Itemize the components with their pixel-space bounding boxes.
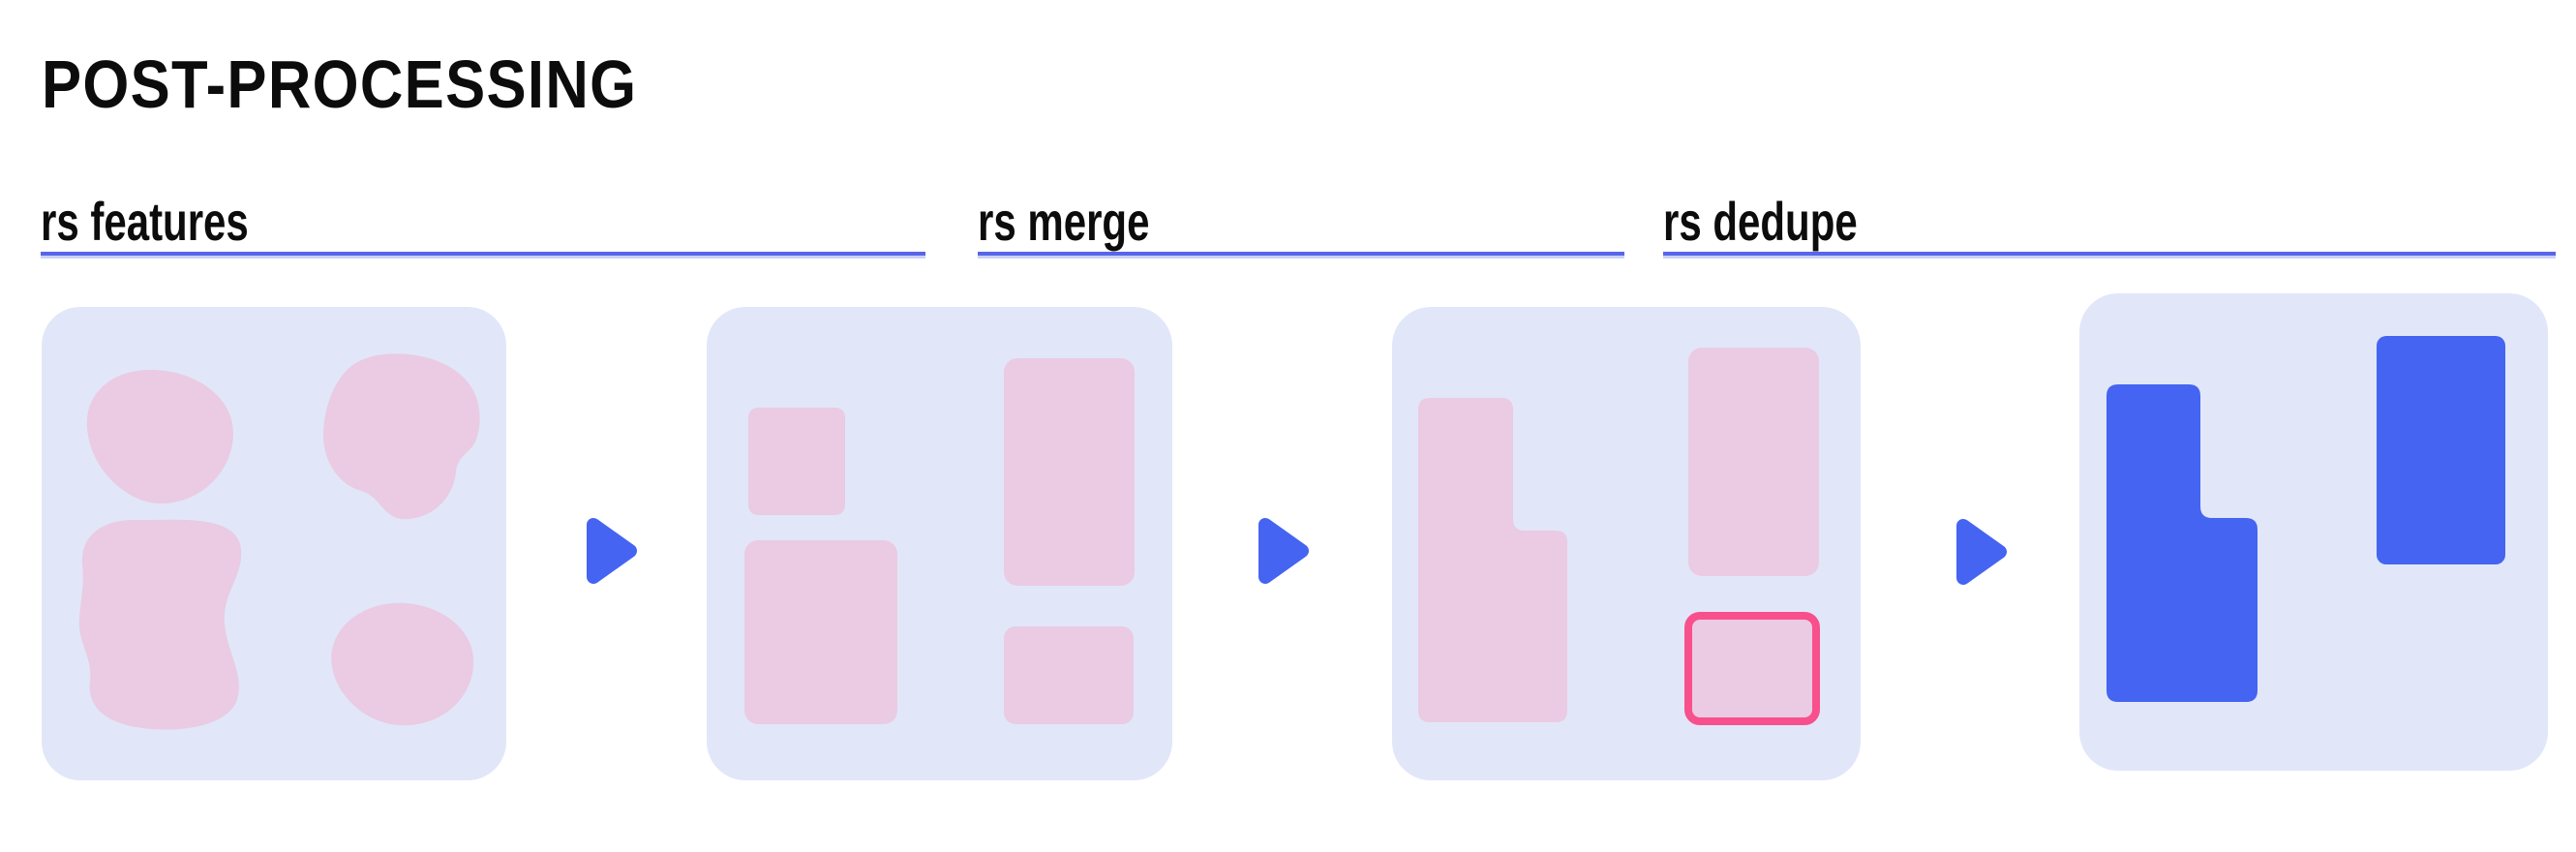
duplicate-box-outlined — [1684, 612, 1820, 725]
play-arrow-icon — [1258, 518, 1309, 584]
merged-box-top-right — [1688, 348, 1819, 576]
blob-top-right — [322, 353, 480, 520]
feature-boxes-illustration — [744, 358, 1135, 724]
step-underline-rs-merge — [978, 252, 1624, 256]
deduped-result-illustration — [2106, 336, 2505, 702]
feature-box-top-right — [1004, 358, 1135, 586]
play-arrow-icon — [1956, 519, 2007, 585]
page-title: POST-PROCESSING — [42, 46, 638, 122]
feature-box-bottom-right — [1004, 626, 1134, 724]
feature-box-bottom-left — [744, 540, 897, 724]
result-l-shape — [2106, 384, 2258, 702]
blob-top-left — [86, 369, 234, 504]
merged-l-shape — [1418, 398, 1567, 722]
blob-bottom-right — [331, 602, 474, 726]
panel-merged-boxes — [1392, 307, 1861, 780]
step-label-rs-features: rs features — [41, 191, 249, 252]
step-underline-rs-features — [41, 252, 925, 256]
step-label-rs-merge: rs merge — [978, 191, 1150, 252]
step-label-rs-dedupe: rs dedupe — [1663, 191, 1858, 252]
play-arrow-icon — [587, 518, 637, 584]
merged-boxes-illustration — [1418, 348, 1820, 725]
blob-shapes-illustration — [78, 353, 480, 730]
step-underline-rs-dedupe — [1663, 252, 2556, 256]
panel-deduped-result — [2079, 293, 2548, 771]
panel-feature-boxes — [707, 307, 1172, 780]
result-box-top-right — [2377, 336, 2505, 564]
panel-raw-feature-blobs — [42, 307, 506, 780]
blob-bottom-left — [78, 519, 242, 730]
feature-box-top-left — [748, 408, 845, 515]
